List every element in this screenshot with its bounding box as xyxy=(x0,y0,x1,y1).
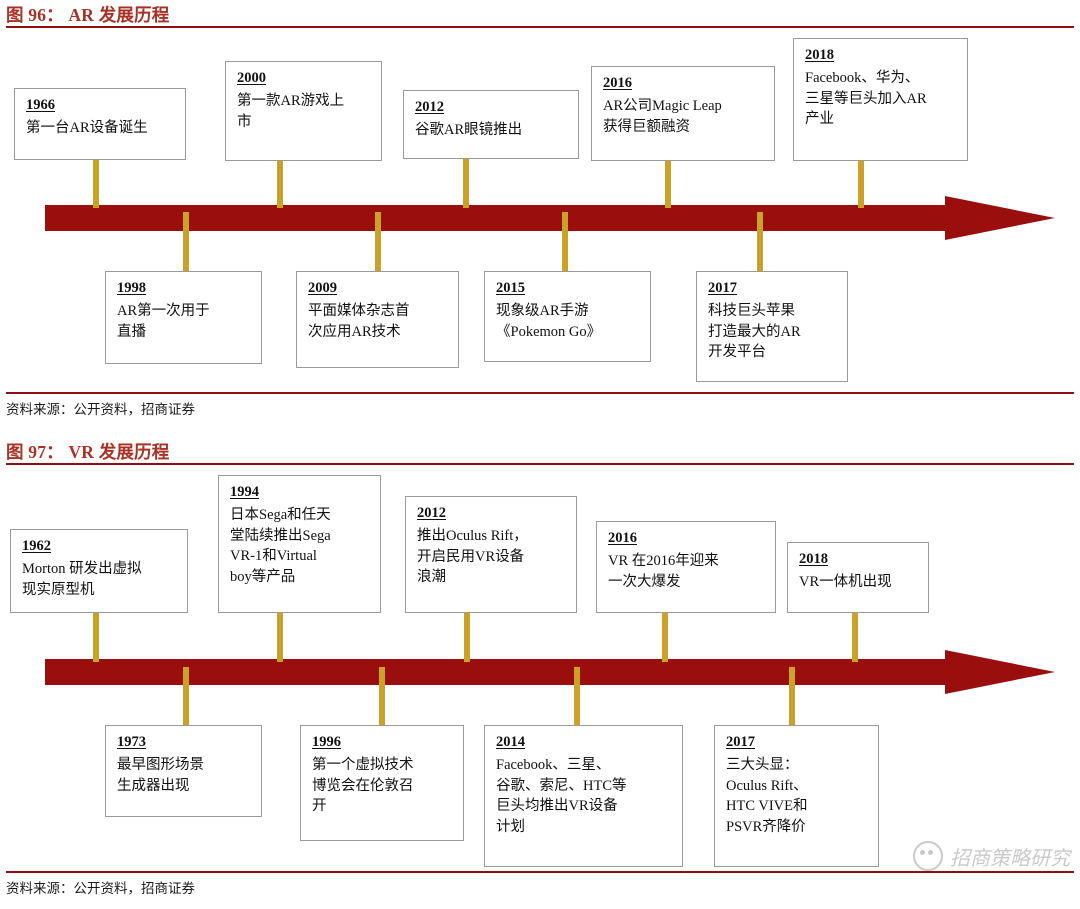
figure-vr-source-rule xyxy=(6,871,1074,873)
vr-stem-2012 xyxy=(464,612,470,662)
vr-event-1994[interactable]: 1994 日本Sega和任天 堂陆续推出Sega VR-1和Virtual bo… xyxy=(218,475,381,613)
event-year: 1996 xyxy=(312,734,341,750)
figure-vr-title-rule xyxy=(6,463,1074,465)
vr-event-2014[interactable]: 2014 Facebook、三星、 谷歌、索尼、HTC等 巨头均推出VR设备 计… xyxy=(484,725,683,867)
figure-ar-timeline: 图 96： AR 发展历程 1966 第一台AR设备诞生 2000 第一款AR游… xyxy=(0,0,1080,437)
ar-event-2015[interactable]: 2015 现象级AR手游 《Pokemon Go》 xyxy=(484,271,651,362)
vr-stem-1996 xyxy=(379,667,385,725)
event-text: 第一个虚拟技术 博览会在伦敦召 开 xyxy=(312,757,414,815)
vr-stem-1973 xyxy=(183,667,189,725)
event-year: 1966 xyxy=(26,97,55,113)
event-text: AR第一次用于 直播 xyxy=(117,303,210,340)
vr-stem-2018 xyxy=(852,612,858,662)
event-text: VR一体机出现 xyxy=(799,574,892,591)
event-text: 三大头显： Oculus Rift、 HTC VIVE和 PSVR齐降价 xyxy=(726,757,808,835)
ar-event-2018[interactable]: 2018 Facebook、华为、 三星等巨头加入AR 产业 xyxy=(793,38,968,161)
ar-stem-2009 xyxy=(375,212,381,272)
event-year: 2018 xyxy=(799,551,828,567)
event-text: 第一台AR设备诞生 xyxy=(26,120,148,137)
figure-vr-timeline: 图 97： VR 发展历程 1962 Morton 研发出虚拟 现实原型机 19… xyxy=(0,437,1080,909)
ar-event-2012[interactable]: 2012 谷歌AR眼镜推出 xyxy=(403,90,579,159)
ar-event-1998[interactable]: 1998 AR第一次用于 直播 xyxy=(105,271,262,364)
event-year: 2017 xyxy=(726,734,755,750)
event-text: 谷歌AR眼镜推出 xyxy=(415,122,523,139)
vr-event-2012[interactable]: 2012 推出Oculus Rift， 开启民用VR设备 浪潮 xyxy=(405,496,577,613)
event-text: 推出Oculus Rift， 开启民用VR设备 浪潮 xyxy=(417,528,528,586)
event-text: Facebook、三星、 谷歌、索尼、HTC等 巨头均推出VR设备 计划 xyxy=(496,757,627,835)
wechat-logo-icon xyxy=(913,841,943,871)
event-year: 2009 xyxy=(308,280,337,296)
ar-stem-2015 xyxy=(562,212,568,272)
event-text: AR公司Magic Leap 获得巨额融资 xyxy=(603,98,722,135)
ar-stem-2017 xyxy=(757,212,763,272)
vr-event-2016[interactable]: 2016 VR 在2016年迎来 一次大爆发 xyxy=(596,521,776,613)
vr-stem-2017 xyxy=(789,667,795,725)
event-text: VR 在2016年迎来 一次大爆发 xyxy=(608,553,719,590)
vr-timeline-arrow xyxy=(45,650,1055,694)
event-text: 科技巨头苹果 打造最大的AR 开发平台 xyxy=(708,303,801,361)
event-text: 第一款AR游戏上 市 xyxy=(237,93,345,130)
figure-ar-title-rule xyxy=(6,26,1074,28)
ar-stem-2016 xyxy=(665,160,671,208)
event-year: 2016 xyxy=(608,530,637,546)
event-text: Morton 研发出虚拟 现实原型机 xyxy=(22,561,142,598)
vr-stem-1962 xyxy=(93,612,99,662)
event-year: 2018 xyxy=(805,47,834,63)
event-text: 现象级AR手游 《Pokemon Go》 xyxy=(496,303,602,340)
event-text: 日本Sega和任天 堂陆续推出Sega VR-1和Virtual boy等产品 xyxy=(230,507,331,585)
vr-event-2017[interactable]: 2017 三大头显： Oculus Rift、 HTC VIVE和 PSVR齐降… xyxy=(714,725,879,867)
vr-event-1973[interactable]: 1973 最早图形场景 生成器出现 xyxy=(105,725,262,817)
event-text: 最早图形场景 生成器出现 xyxy=(117,757,204,794)
ar-stem-1966 xyxy=(93,158,99,208)
ar-event-2009[interactable]: 2009 平面媒体杂志首 次应用AR技术 xyxy=(296,271,459,368)
event-year: 2012 xyxy=(417,505,446,521)
vr-event-1962[interactable]: 1962 Morton 研发出虚拟 现实原型机 xyxy=(10,529,188,613)
ar-stem-2000 xyxy=(277,160,283,208)
ar-event-2016[interactable]: 2016 AR公司Magic Leap 获得巨额融资 xyxy=(591,66,775,161)
event-text: 平面媒体杂志首 次应用AR技术 xyxy=(308,303,410,340)
event-year: 2012 xyxy=(415,99,444,115)
figure-ar-title: 图 96： AR 发展历程 xyxy=(6,5,170,25)
event-year: 2014 xyxy=(496,734,525,750)
figure-vr-source: 资料来源：公开资料，招商证券 xyxy=(6,881,195,896)
event-year: 1962 xyxy=(22,538,51,554)
figure-vr-title: 图 97： VR 发展历程 xyxy=(6,442,170,462)
event-year: 2016 xyxy=(603,75,632,91)
event-year: 1998 xyxy=(117,280,146,296)
vr-event-2018[interactable]: 2018 VR一体机出现 xyxy=(787,542,929,613)
event-text: Facebook、华为、 三星等巨头加入AR 产业 xyxy=(805,70,927,128)
event-year: 2000 xyxy=(237,70,266,86)
event-year: 1973 xyxy=(117,734,146,750)
event-year: 2015 xyxy=(496,280,525,296)
vr-event-1996[interactable]: 1996 第一个虚拟技术 博览会在伦敦召 开 xyxy=(300,725,464,841)
ar-timeline-arrow xyxy=(45,196,1055,240)
ar-event-2000[interactable]: 2000 第一款AR游戏上 市 xyxy=(225,61,382,161)
ar-stem-1998 xyxy=(183,212,189,272)
ar-event-2017[interactable]: 2017 科技巨头苹果 打造最大的AR 开发平台 xyxy=(696,271,848,382)
ar-stem-2018 xyxy=(858,160,864,208)
figure-ar-source: 资料来源：公开资料，招商证券 xyxy=(6,402,195,417)
event-year: 1994 xyxy=(230,484,259,500)
watermark-text: 招商策略研究 xyxy=(950,847,1070,870)
ar-event-1966[interactable]: 1966 第一台AR设备诞生 xyxy=(14,88,186,160)
vr-stem-1994 xyxy=(277,612,283,662)
ar-stem-2012 xyxy=(463,158,469,208)
watermark: 招商策略研究 xyxy=(913,841,1070,871)
event-year: 2017 xyxy=(708,280,737,296)
figure-ar-source-rule xyxy=(6,392,1074,394)
vr-stem-2016 xyxy=(662,612,668,662)
vr-stem-2014 xyxy=(574,667,580,725)
